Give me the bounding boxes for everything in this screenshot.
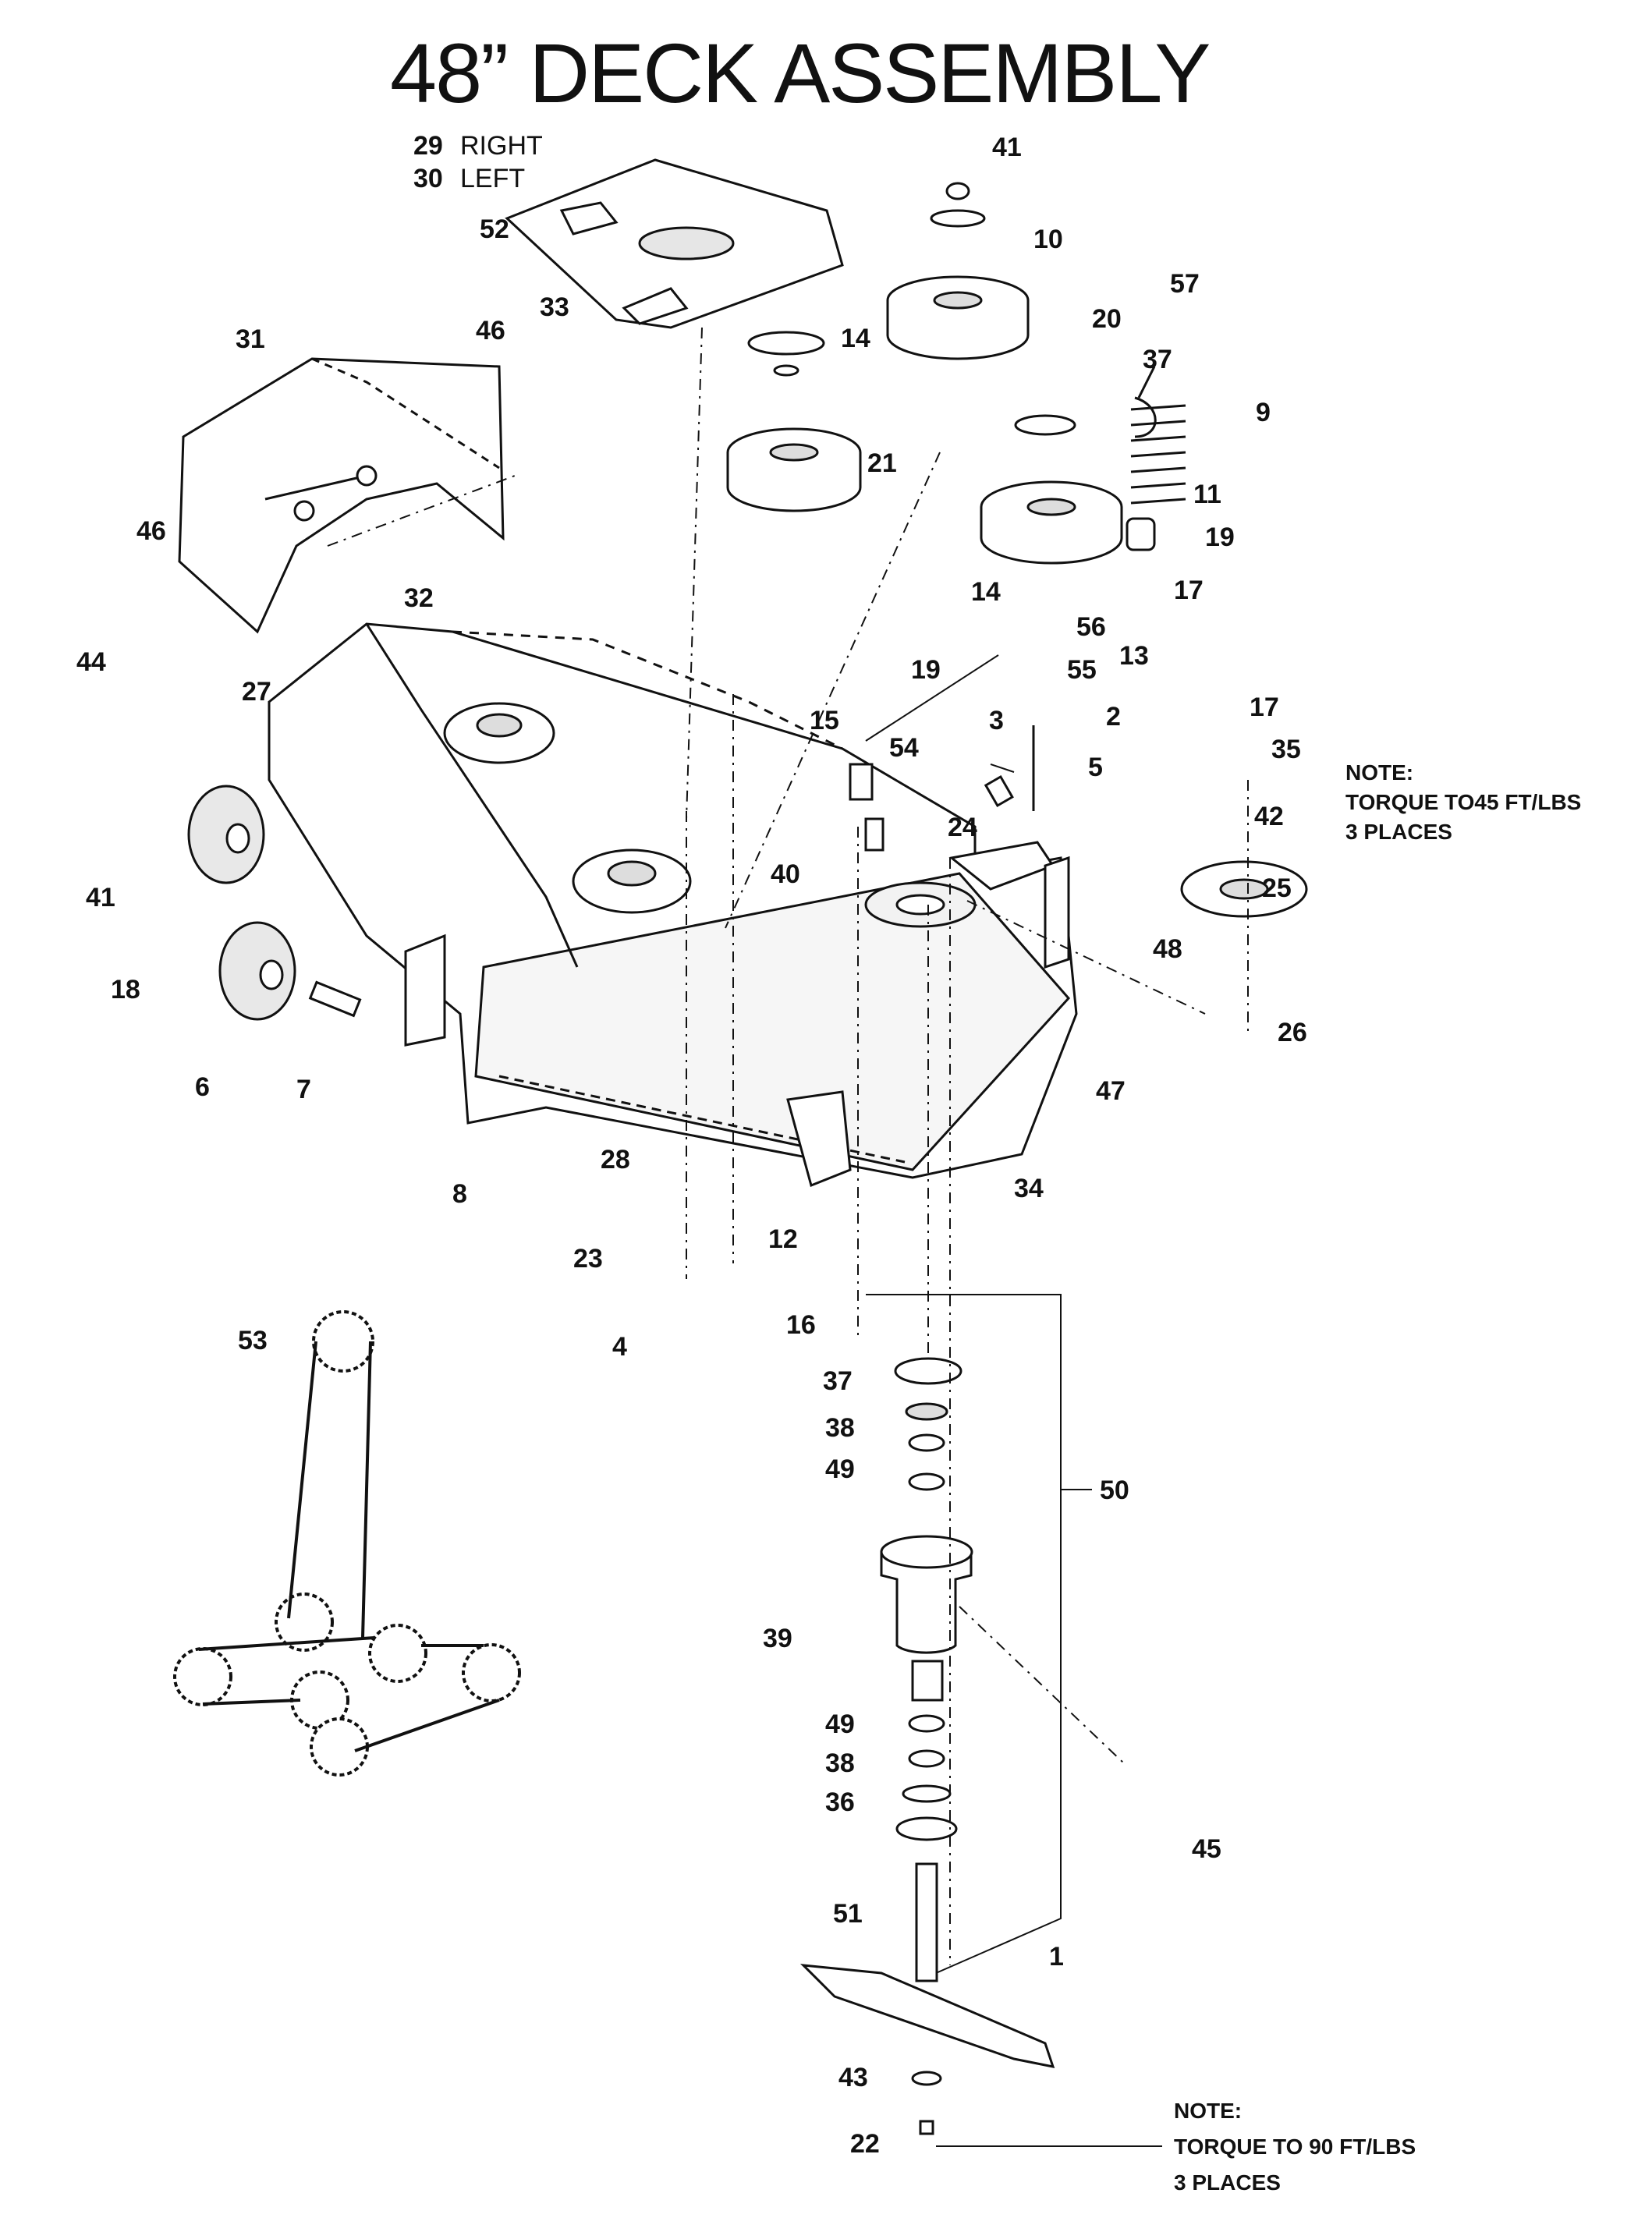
part-label: 38: [825, 1748, 855, 1778]
exploded-view-guides: [327, 327, 1249, 1965]
part-label: 19: [911, 655, 941, 685]
part-label: 44: [76, 647, 106, 677]
part-label: 39: [763, 1624, 792, 1653]
part-label: 41: [86, 883, 115, 912]
note-line: 3 PLACES: [1174, 2170, 1281, 2195]
part-label: 22: [850, 2129, 880, 2159]
part-label: 40: [771, 859, 800, 889]
part-label: 3: [989, 706, 1004, 735]
label-layer: RIGHT LEFT 29 30 52 41 10 14 20 57 37 9 …: [76, 131, 1581, 2195]
discharge-chute: [178, 357, 505, 634]
part-label: 42: [1254, 802, 1284, 831]
part-label: 19: [1205, 523, 1235, 552]
part-label: 1: [1049, 1942, 1064, 1972]
part-label: 49: [825, 1709, 855, 1739]
part-label: 25: [1262, 873, 1292, 903]
part-label: 16: [786, 1310, 816, 1340]
note-heading: NOTE:: [1174, 2099, 1242, 2123]
part-label: 24: [948, 813, 977, 842]
part-label: 20: [1092, 304, 1122, 334]
spring: [1130, 404, 1186, 505]
page-title: 48” DECK ASSEMBLY: [390, 26, 1211, 120]
part-label: 34: [1014, 1174, 1044, 1203]
part-label: 5: [1088, 753, 1103, 782]
idler-pulleys: [726, 182, 1308, 918]
part-label: 10: [1033, 225, 1063, 254]
part-label: 27: [242, 677, 271, 707]
part-label: 49: [825, 1454, 855, 1484]
part-label: 46: [476, 316, 505, 345]
mulch-plate: [505, 158, 844, 329]
part-label: 55: [1067, 655, 1097, 685]
part-label: 48: [1153, 934, 1182, 964]
part-label: 2: [1106, 702, 1121, 732]
part-label: 14: [971, 577, 1001, 607]
deck-spindle-pulleys: [443, 702, 977, 928]
note-line: TORQUE TO 90 FT/LBS: [1174, 2135, 1416, 2159]
part-label: 50: [1100, 1476, 1129, 1505]
note-line: TORQUE TO45 FT/LBS: [1345, 790, 1581, 814]
gauge-wheels: [187, 785, 852, 1188]
note-line: 3 PLACES: [1345, 820, 1452, 844]
part-label: 54: [889, 733, 919, 763]
part-label: 23: [573, 1244, 603, 1274]
part-label: 21: [867, 448, 897, 478]
part-label: 57: [1170, 269, 1200, 299]
part-label: 46: [136, 516, 166, 546]
part-label: 28: [601, 1145, 630, 1174]
part-label: 6: [195, 1072, 210, 1102]
part-label: 17: [1250, 693, 1279, 722]
part-label: 37: [1143, 345, 1172, 374]
part-label: 32: [404, 583, 434, 613]
part-label: 30: [413, 164, 443, 193]
part-label: 36: [825, 1787, 855, 1817]
part-label: 11: [1193, 480, 1221, 509]
part-label: 43: [838, 2063, 868, 2092]
note-heading: NOTE:: [1345, 760, 1413, 785]
part-label: 38: [825, 1413, 855, 1443]
part-label: 45: [1192, 1834, 1221, 1864]
part-label: 41: [992, 133, 1022, 162]
part-label: 35: [1271, 735, 1301, 764]
part-label: 4: [612, 1332, 627, 1362]
part-label: 52: [480, 214, 509, 244]
idler-arm-bracket: [849, 725, 1070, 969]
caption-right: RIGHT: [460, 131, 543, 161]
part-label: 7: [296, 1075, 311, 1104]
leader-lines: [865, 654, 1162, 2147]
part-label: 13: [1119, 641, 1149, 671]
part-label: 29: [413, 131, 443, 161]
part-label: 37: [823, 1366, 853, 1396]
part-label: 12: [768, 1224, 798, 1254]
caption-left: LEFT: [460, 164, 525, 193]
part-label: 53: [238, 1326, 268, 1355]
belt-system: [173, 1310, 521, 1777]
part-label: 8: [452, 1179, 467, 1209]
part-label: 14: [841, 324, 870, 353]
part-label: 17: [1174, 576, 1204, 605]
part-label: 51: [833, 1899, 863, 1929]
part-label: 56: [1076, 612, 1106, 642]
part-label: 15: [810, 706, 839, 735]
part-label: 33: [540, 292, 569, 322]
part-label: 18: [111, 975, 140, 1004]
part-label: 9: [1256, 398, 1271, 427]
part-label: 47: [1096, 1076, 1126, 1106]
mower-blade: [799, 1964, 1055, 2068]
part-label: 26: [1278, 1018, 1307, 1047]
part-label: 31: [236, 324, 265, 354]
